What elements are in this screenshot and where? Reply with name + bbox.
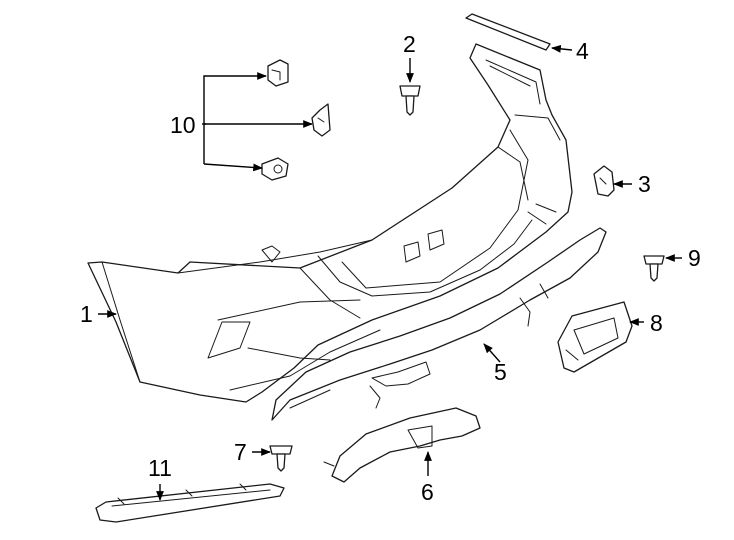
- lower-trim-strip: [95, 483, 285, 523]
- upper-trim-strip: [465, 13, 551, 51]
- clip-middle: [311, 103, 331, 137]
- leader-lines: [98, 44, 682, 501]
- callout-2: 2: [403, 31, 416, 57]
- plate-bracket: [557, 301, 633, 373]
- clip-top: [267, 59, 289, 87]
- callout-11: 11: [148, 455, 172, 481]
- bumper-cover: [87, 43, 573, 403]
- screw-7: [269, 445, 293, 472]
- callout-4: 4: [576, 38, 589, 64]
- side-bracket: [593, 165, 615, 197]
- clip-bottom: [261, 157, 289, 181]
- lower-diffuser: [271, 227, 607, 421]
- screw-9: [643, 255, 665, 282]
- callout-3: 3: [638, 171, 651, 197]
- callout-6: 6: [421, 479, 434, 505]
- lower-tip: [323, 407, 481, 483]
- callout-5: 5: [494, 359, 507, 385]
- callout-1: 1: [80, 301, 93, 327]
- callout-10: 10: [170, 112, 196, 138]
- callout-9: 9: [688, 245, 701, 271]
- screw-2: [399, 85, 421, 116]
- callout-8: 8: [650, 310, 663, 336]
- callout-7: 7: [234, 439, 247, 465]
